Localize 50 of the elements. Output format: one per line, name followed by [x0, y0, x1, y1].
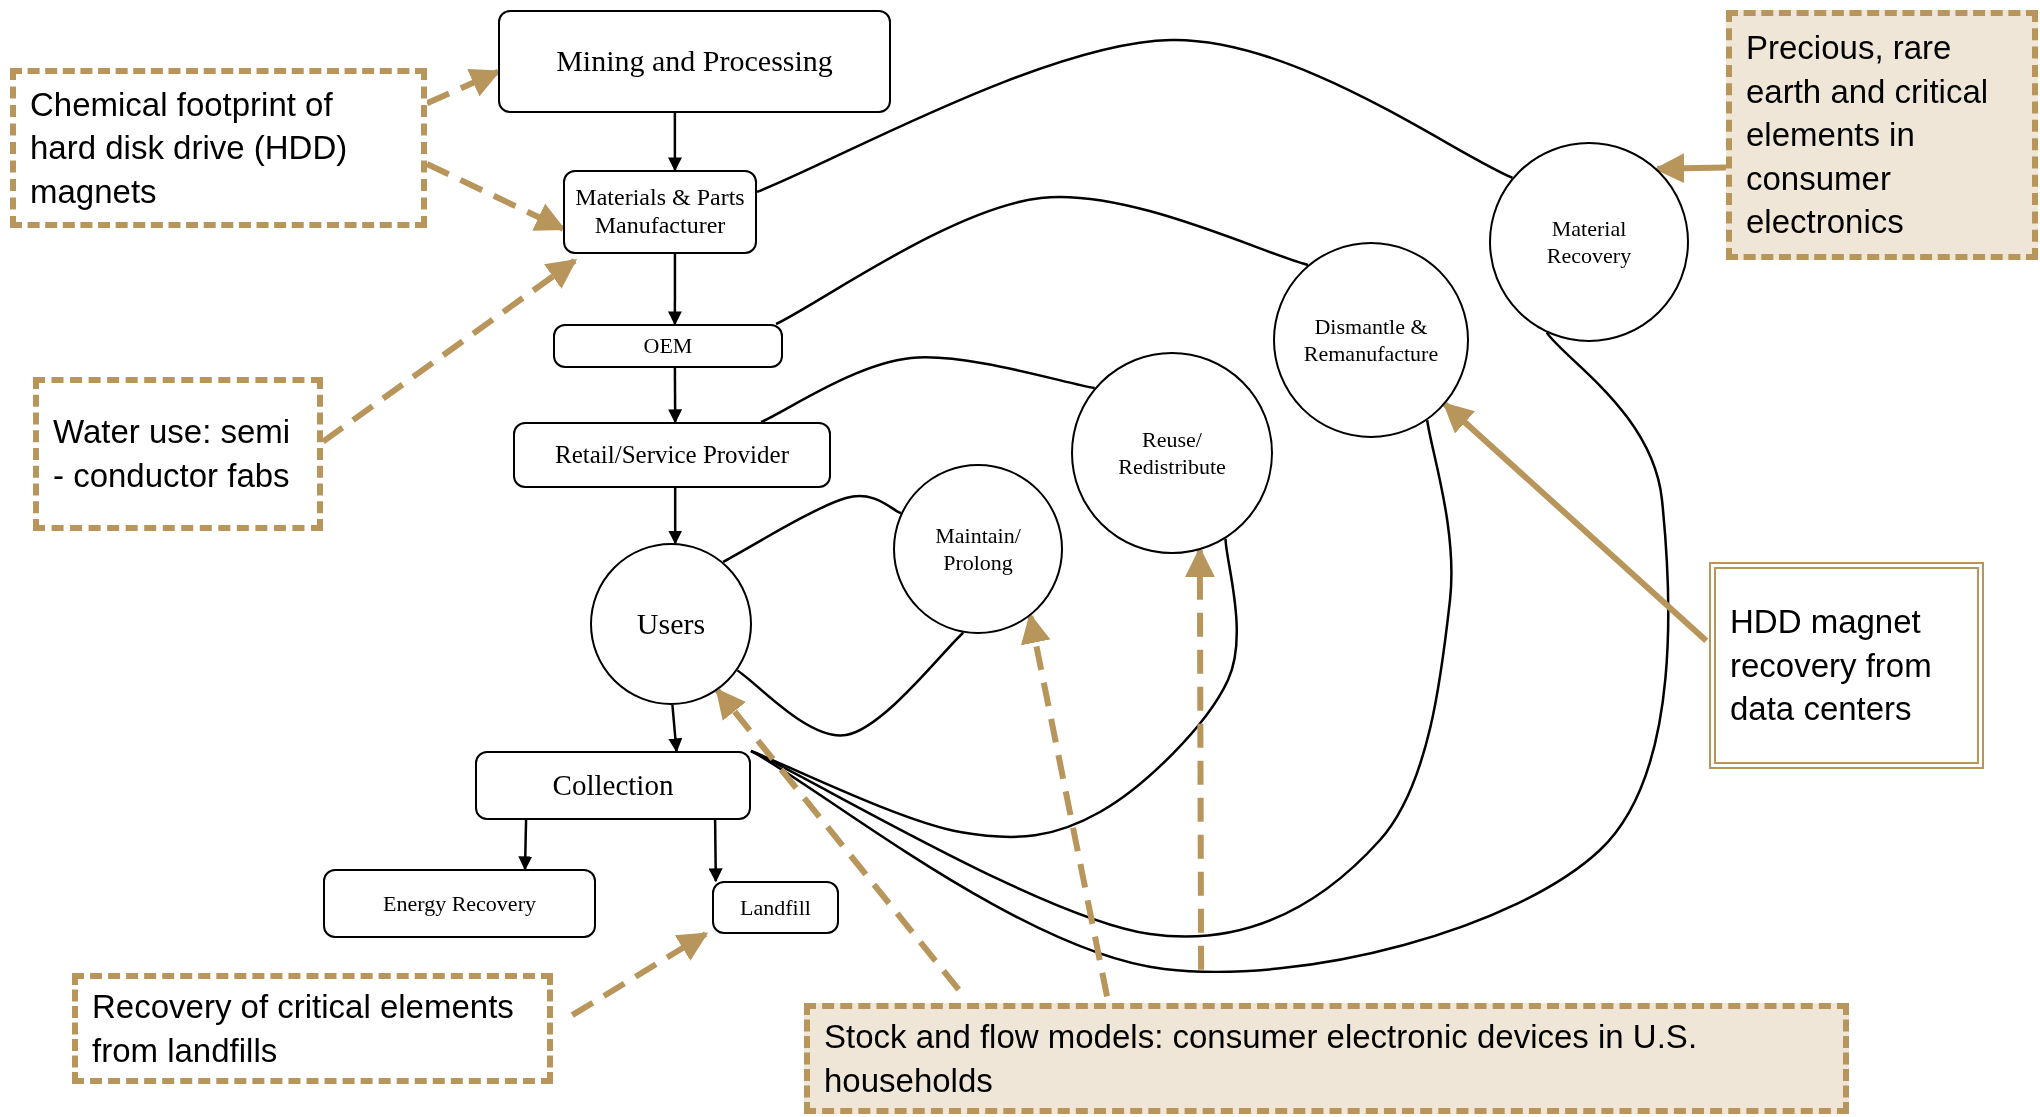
- flow-line: [750, 331, 1670, 973]
- node-label: Landfill: [740, 894, 811, 921]
- node-label: Materials & Parts Manufacturer: [574, 184, 746, 240]
- node-label: OEM: [643, 333, 693, 359]
- arrow: [667, 113, 682, 172]
- flow-line: [722, 494, 902, 564]
- node-label: Chemical footprint of hard disk drive (HDD) magnets: [30, 84, 349, 212]
- node-label: Dismantle & Remanufacture: [1302, 312, 1440, 368]
- node-label: Material Recovery: [1545, 214, 1633, 270]
- node-label: Users: [636, 606, 706, 643]
- process-box: [712, 881, 839, 934]
- arrow: [1184, 547, 1215, 970]
- node-label: Precious, rare earth and critical elements in consumer electronics: [1746, 28, 1990, 243]
- node-label: HDD magnet recovery from data centers: [1730, 602, 1933, 730]
- arrow: [570, 931, 709, 1018]
- arrow: [668, 488, 683, 545]
- node-label: Stock and flow models: consumer electronic devices in U.S. households: [824, 1017, 1699, 1101]
- process-box: [323, 869, 596, 938]
- node-label: Water use: semi - conductor fabs: [53, 412, 292, 496]
- flow-line: [775, 195, 1309, 326]
- node-label: Collection: [552, 768, 674, 803]
- arrow: [715, 688, 961, 992]
- annotation-box: [804, 1003, 1849, 1115]
- flow-line: [736, 631, 965, 737]
- arrow: [518, 819, 533, 871]
- node-label: Retail/Service Provider: [555, 440, 789, 470]
- arrow: [1020, 613, 1110, 997]
- node-label: Reuse/ Redistribute: [1117, 425, 1227, 481]
- annotation-box: [1709, 562, 1984, 769]
- arrow: [668, 368, 683, 424]
- arrow: [708, 820, 723, 883]
- node-label: Energy Recovery: [383, 890, 536, 917]
- annotation-box: [1726, 10, 2038, 260]
- process-box: [498, 10, 891, 113]
- process-box: [563, 170, 757, 254]
- node-label: Mining and Processing: [556, 44, 833, 79]
- arrow: [667, 254, 682, 326]
- node-label: Maintain/ Prolong: [934, 521, 1022, 577]
- process-box: [553, 324, 783, 368]
- process-box: [513, 422, 831, 488]
- arrow: [1442, 402, 1709, 643]
- arrow: [1654, 153, 1727, 184]
- flow-line: [756, 38, 1513, 193]
- annotation-box: [10, 68, 427, 228]
- arrow: [668, 704, 683, 753]
- node-label: Recovery of critical elements from landfills: [92, 987, 515, 1071]
- annotation-box: [33, 377, 323, 531]
- flow-line: [760, 356, 1095, 424]
- annotation-box: [72, 973, 553, 1085]
- process-box: [475, 751, 751, 820]
